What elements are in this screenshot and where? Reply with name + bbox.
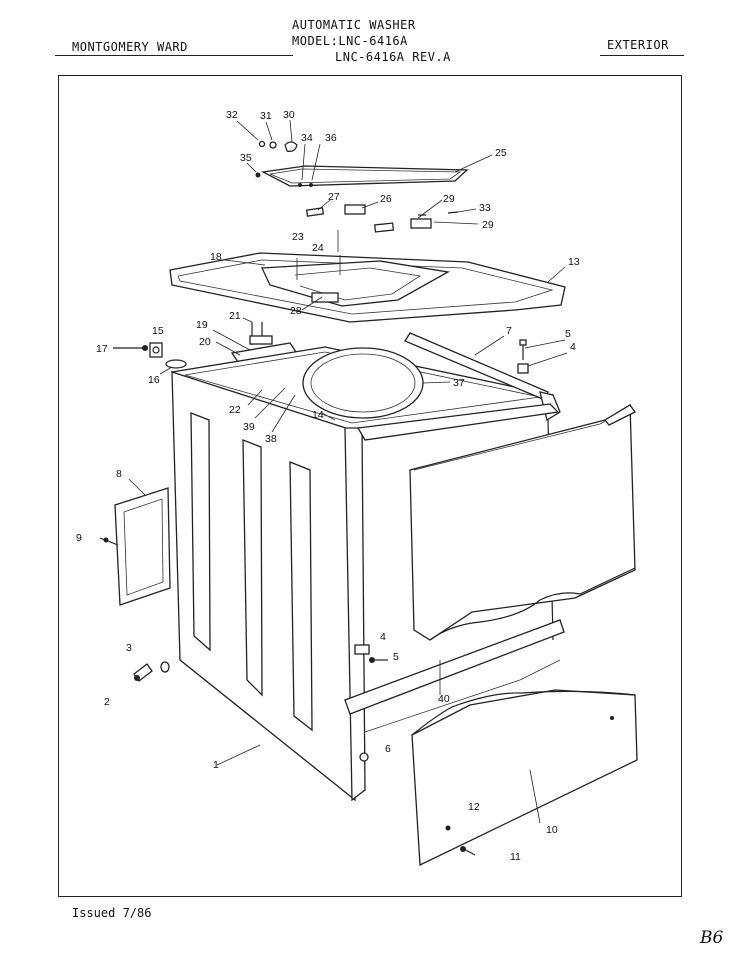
- callout-14: 14: [312, 409, 324, 421]
- callout-17: 17: [96, 343, 108, 355]
- callout-20: 20: [199, 336, 211, 348]
- callout-6: 6: [385, 743, 391, 755]
- callout-19: 19: [196, 319, 208, 331]
- callout-5b: 5: [393, 651, 399, 663]
- front-panel-upper: [409, 403, 636, 641]
- callout-labels: 1 2 3 4 5 6 7 8 9 10 11 12 13 14 15 16 1…: [76, 109, 580, 863]
- callout-32: 32: [226, 109, 238, 121]
- diagram-title-line1: AUTOMATIC WASHER: [292, 18, 416, 32]
- section-name: EXTERIOR: [607, 38, 669, 52]
- callout-27: 27: [328, 191, 340, 203]
- cabinet-body: [170, 332, 565, 802]
- callout-12: 12: [468, 801, 480, 813]
- leveling-leg-hardware: [133, 661, 170, 682]
- top-cover-lid: [260, 165, 469, 187]
- callout-40: 40: [438, 693, 450, 705]
- callout-36: 36: [325, 132, 337, 144]
- callout-29b: 29: [482, 219, 494, 231]
- rear-access-panel: [99, 487, 171, 606]
- callout-38: 38: [265, 433, 277, 445]
- callout-37: 37: [453, 377, 465, 389]
- callout-4b: 4: [380, 631, 386, 643]
- callout-30: 30: [283, 109, 295, 121]
- callout-10: 10: [546, 824, 558, 836]
- corner-screw-upper: [517, 339, 529, 374]
- callout-26: 26: [380, 193, 392, 205]
- diagram-frame: [58, 75, 682, 897]
- callout-33: 33: [479, 202, 491, 214]
- callout-3: 3: [126, 642, 132, 654]
- callout-31: 31: [260, 110, 272, 122]
- callout-15: 15: [152, 325, 164, 337]
- hinge-hardware: [113, 342, 187, 369]
- top-panel: [169, 230, 566, 323]
- callout-18: 18: [210, 251, 222, 263]
- callout-7: 7: [506, 325, 512, 337]
- issued-date: Issued 7/86: [72, 906, 152, 920]
- callout-9: 9: [76, 532, 82, 544]
- callout-25: 25: [495, 147, 507, 159]
- callout-22: 22: [229, 404, 241, 416]
- callout-21: 21: [229, 310, 241, 322]
- callout-leaders: [128, 119, 568, 824]
- front-panel-lower: [411, 689, 638, 867]
- callout-4: 4: [570, 341, 576, 353]
- header-rule-right: [600, 55, 684, 56]
- callout-16: 16: [148, 374, 160, 386]
- callout-34: 34: [301, 132, 313, 144]
- header-rule-left: [55, 55, 293, 56]
- callout-28: 28: [290, 305, 302, 317]
- diagram-model-line: MODEL:LNC-6416A: [292, 34, 408, 48]
- callout-13: 13: [568, 256, 580, 268]
- callout-23: 23: [292, 231, 304, 243]
- diagram-model-rev-line: LNC-6416A REV.A: [335, 50, 451, 64]
- callout-5: 5: [565, 328, 571, 340]
- brand-name: MONTGOMERY WARD: [72, 40, 188, 54]
- callout-24: 24: [312, 242, 324, 254]
- callout-39: 39: [243, 421, 255, 433]
- lid-hardware: [255, 140, 459, 233]
- callout-11: 11: [510, 851, 521, 863]
- callout-29: 29: [443, 193, 455, 205]
- callout-2: 2: [104, 696, 110, 708]
- callout-35: 35: [240, 152, 252, 164]
- callout-1: 1: [213, 759, 219, 771]
- callout-8: 8: [116, 468, 122, 480]
- page-mark: B6: [700, 928, 724, 948]
